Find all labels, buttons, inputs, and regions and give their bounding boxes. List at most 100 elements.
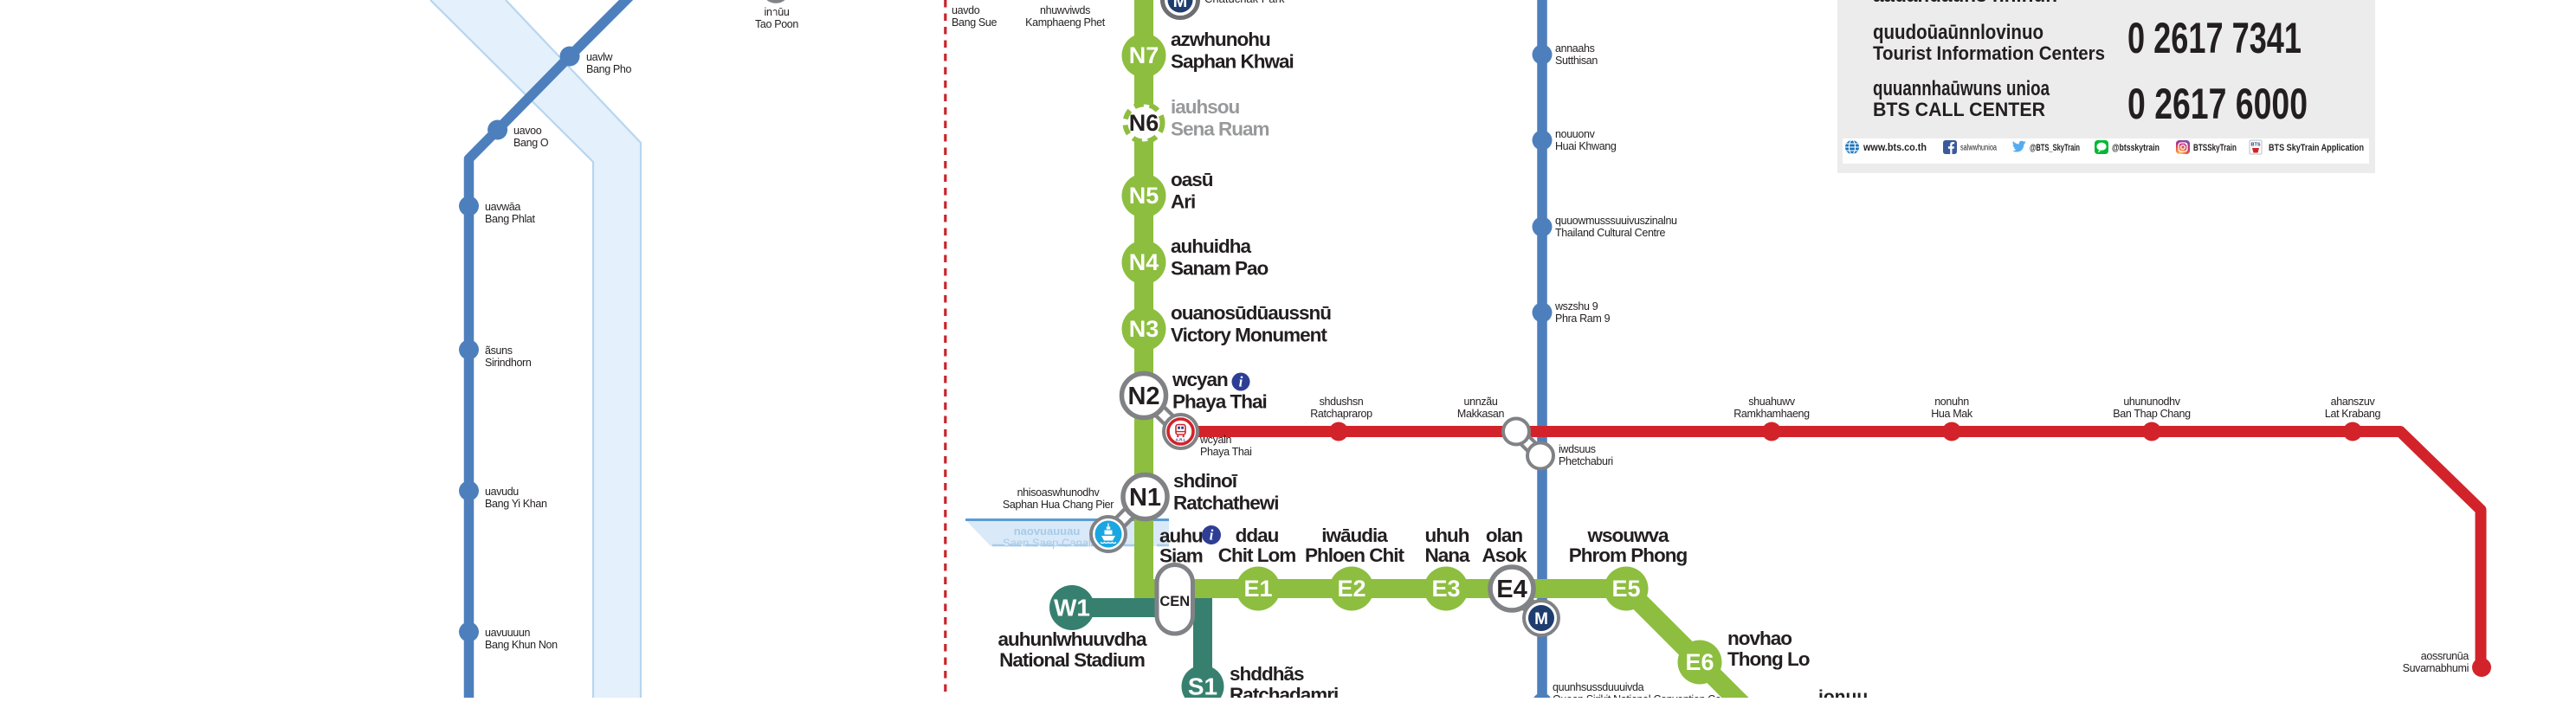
svg-text:Sena Ruam: Sena Ruam xyxy=(1171,119,1269,140)
svg-text:A.R.L: A.R.L xyxy=(1176,438,1186,442)
svg-text:wcyan: wcyan xyxy=(1172,369,1228,390)
svg-text:quuannhaūwuns unioa: quuannhaūwuns unioa xyxy=(1873,77,2050,100)
svg-text:BTS SkyTrain Application: BTS SkyTrain Application xyxy=(2269,143,2364,153)
svg-text:azwhunohu: azwhunohu xyxy=(1171,29,1270,50)
svg-text:E4: E4 xyxy=(1496,576,1527,603)
svg-text:E5: E5 xyxy=(1611,576,1640,602)
svg-text:S1: S1 xyxy=(1188,673,1217,699)
svg-text:auhunlwhuuvdha: auhunlwhuuvdha xyxy=(998,628,1147,650)
svg-text:Ratchaprarop: Ratchaprarop xyxy=(1310,408,1372,420)
svg-text:BTS CALL CENTER: BTS CALL CENTER xyxy=(1873,99,2045,120)
svg-text:nonuhn: nonuhn xyxy=(1934,396,1969,408)
svg-text:CEN: CEN xyxy=(1159,594,1190,609)
svg-text:Phrom Phong: Phrom Phong xyxy=(1569,544,1688,566)
svg-text:shuahuwv: shuahuwv xyxy=(1748,396,1796,408)
svg-text:Saphan Hua Chang Pier: Saphan Hua Chang Pier xyxy=(1003,499,1114,511)
svg-text:0 2617 7341: 0 2617 7341 xyxy=(2127,14,2302,62)
svg-text:Bang O: Bang O xyxy=(513,137,549,149)
svg-text:Chit Lom: Chit Lom xyxy=(1218,544,1295,566)
svg-text:ahanszuv: ahanszuv xyxy=(2331,396,2376,408)
svg-text:Huai Khwang: Huai Khwang xyxy=(1555,140,1617,152)
svg-text:uavlw: uavlw xyxy=(586,51,614,63)
svg-text:Tourist Information Centers: Tourist Information Centers xyxy=(1873,42,2105,64)
svg-text:N4: N4 xyxy=(1129,249,1159,275)
svg-text:Sirindhorn: Sirindhorn xyxy=(485,357,532,369)
svg-text:iwdsuus: iwdsuus xyxy=(1559,443,1596,455)
svg-text:aauanuauns nnlnuh: aauanuauns nnlnuh xyxy=(1873,0,2057,7)
svg-text:N1: N1 xyxy=(1129,484,1161,512)
svg-text:uavudu: uavudu xyxy=(485,486,519,498)
svg-text:E3: E3 xyxy=(1431,576,1460,602)
svg-text:uhuh: uhuh xyxy=(1425,525,1469,546)
svg-text:Ari: Ari xyxy=(1171,191,1195,213)
svg-text:M: M xyxy=(1534,610,1548,628)
svg-text:N2: N2 xyxy=(1127,383,1159,410)
svg-text:BTS: BTS xyxy=(2251,143,2261,148)
svg-text:ouanosūdūaussnū: ouanosūdūaussnū xyxy=(1171,302,1331,324)
svg-text:Bang Khun Non: Bang Khun Non xyxy=(485,639,558,651)
svg-text:i: i xyxy=(1239,374,1243,390)
svg-text:Bang Pho: Bang Pho xyxy=(586,63,632,75)
svg-text:Phloen Chit: Phloen Chit xyxy=(1305,544,1404,566)
svg-text:auhuidha: auhuidha xyxy=(1171,235,1251,257)
svg-text:Bang Phlat: Bang Phlat xyxy=(485,213,536,225)
svg-text:wsouwva: wsouwva xyxy=(1586,525,1669,546)
svg-text:Bang Sue: Bang Sue xyxy=(952,16,997,29)
svg-text:N3: N3 xyxy=(1129,316,1159,342)
svg-text:Sanam Pao: Sanam Pao xyxy=(1171,258,1269,280)
svg-text:Kamphaeng Phet: Kamphaeng Phet xyxy=(1025,16,1106,29)
svg-text:wcyaln: wcyaln xyxy=(1199,434,1232,446)
svg-text:N5: N5 xyxy=(1129,183,1159,209)
svg-text:N7: N7 xyxy=(1129,42,1159,68)
svg-text:Phaya Thai: Phaya Thai xyxy=(1200,446,1252,458)
svg-text:BTSSkyTrain: BTSSkyTrain xyxy=(2193,143,2237,153)
svg-text:E2: E2 xyxy=(1337,576,1365,602)
svg-text:uavoo: uavoo xyxy=(513,125,542,137)
svg-text:shdinoī: shdinoī xyxy=(1173,470,1238,492)
svg-text:Phetchaburi: Phetchaburi xyxy=(1559,455,1613,467)
svg-text:Bang Yi Khan: Bang Yi Khan xyxy=(485,498,547,510)
svg-text:Ratchadamri: Ratchadamri xyxy=(1230,684,1338,698)
svg-text:ãsuns: ãsuns xyxy=(485,345,513,357)
svg-text:shdushsn: shdushsn xyxy=(1320,396,1364,408)
svg-text:Lat Krabang: Lat Krabang xyxy=(2325,408,2381,420)
svg-text:Nana: Nana xyxy=(1424,544,1470,566)
svg-text:ddau: ddau xyxy=(1236,525,1279,546)
svg-text:quunhsussduuuivda: quunhsussduuuivda xyxy=(1553,681,1644,693)
svg-text:wszshu 9: wszshu 9 xyxy=(1554,300,1598,312)
svg-text:oasū: oasū xyxy=(1171,169,1213,190)
svg-text:Siam: Siam xyxy=(1159,545,1203,567)
svg-text:aossrunūa: aossrunūa xyxy=(2421,650,2469,662)
svg-text:nhisoaswhunodhv: nhisoaswhunodhv xyxy=(1017,486,1101,499)
svg-text:@BTS_SkyTrain: @BTS_SkyTrain xyxy=(2030,143,2080,153)
svg-text:salwwhunioa: salwwhunioa xyxy=(1960,144,1997,153)
svg-text:i: i xyxy=(1210,527,1214,544)
svg-text:nhuwviwds: nhuwviwds xyxy=(1040,4,1090,16)
svg-text:Hua Mak: Hua Mak xyxy=(1931,408,1973,420)
svg-text:@btsskytrain: @btsskytrain xyxy=(2112,143,2160,153)
svg-text:inาūu: inาūu xyxy=(765,6,790,18)
svg-text:Phra Ram 9: Phra Ram 9 xyxy=(1555,312,1611,325)
svg-text:uhununodhv: uhununodhv xyxy=(2123,396,2180,408)
svg-text:olan: olan xyxy=(1486,525,1523,546)
svg-text:nouuonv: nouuonv xyxy=(1555,128,1596,140)
svg-text:Saphan Khwai: Saphan Khwai xyxy=(1171,51,1294,73)
svg-text:0 2617 6000: 0 2617 6000 xyxy=(2127,80,2308,128)
svg-text:E6: E6 xyxy=(1685,649,1714,675)
svg-text:Queen Sirikit National Convent: Queen Sirikit National Convention Centre xyxy=(1553,693,1739,698)
svg-text:uavwāa: uavwāa xyxy=(485,201,520,213)
svg-text:Ramkhamhaeng: Ramkhamhaeng xyxy=(1733,408,1810,420)
svg-text:M: M xyxy=(1173,0,1188,11)
svg-text:annaahs: annaahs xyxy=(1555,42,1595,55)
svg-text:W1: W1 xyxy=(1054,595,1090,621)
svg-text:Tao Poon: Tao Poon xyxy=(755,18,798,30)
svg-text:ionuu: ionuu xyxy=(1818,687,1868,698)
svg-text:iwāudia: iwāudia xyxy=(1321,525,1388,546)
svg-text:Thong Lo: Thong Lo xyxy=(1727,648,1810,670)
svg-text:uavdo: uavdo xyxy=(952,4,980,16)
svg-text:E1: E1 xyxy=(1243,576,1272,602)
svg-text:auhu: auhu xyxy=(1159,525,1203,547)
svg-text:naovuauuau: naovuauuau xyxy=(1014,525,1081,538)
svg-text:Saen Saep Canal: Saen Saep Canal xyxy=(1003,537,1091,550)
svg-text:shddhãs: shddhãs xyxy=(1230,663,1304,685)
